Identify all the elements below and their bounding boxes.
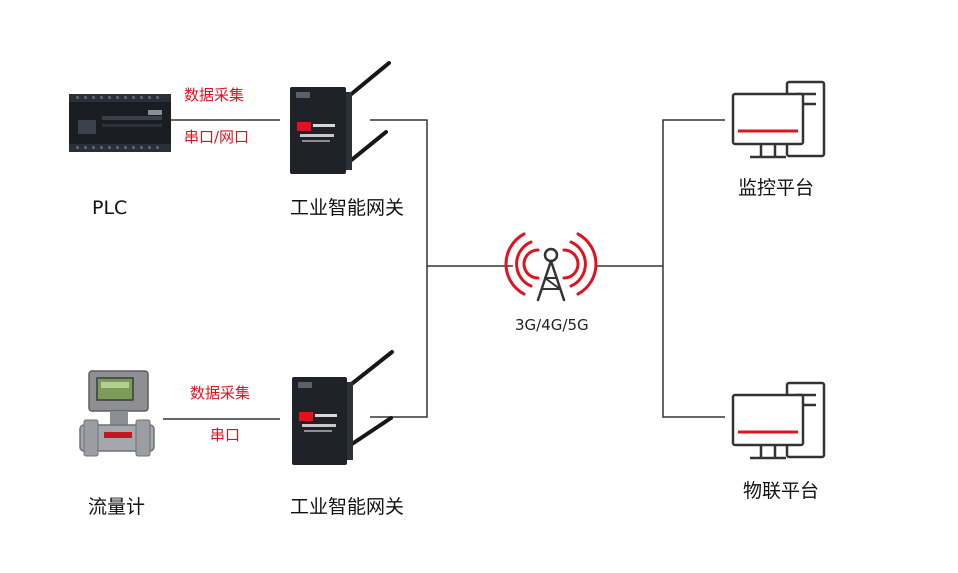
plc-device-icon	[69, 94, 171, 152]
gateway-top-label: 工业智能网关	[290, 197, 405, 219]
gateway-router-icon	[292, 350, 394, 465]
gateway-router-icon	[290, 61, 391, 174]
computer-icon	[731, 80, 826, 159]
monitor-platform-label: 监控平台	[738, 177, 815, 199]
iot-platform-label: 物联平台	[743, 480, 820, 502]
top-link-label-interface: 串口/网口	[184, 128, 250, 146]
gateway-bottom-label: 工业智能网关	[290, 496, 405, 518]
flowmeter-label: 流量计	[88, 496, 146, 518]
connection-lines	[163, 119, 725, 420]
cell-tower-icon	[504, 232, 598, 302]
flowmeter-icon	[79, 370, 155, 457]
plc-label: PLC	[92, 197, 128, 219]
bottom-link-label-collect: 数据采集	[190, 384, 251, 402]
computer-icon	[731, 381, 826, 460]
bottom-link-label-interface: 串口	[210, 426, 241, 444]
gateways-trunk-line	[370, 119, 428, 418]
tower-label: 3G/4G/5G	[515, 316, 589, 334]
platforms-bus-line	[662, 119, 725, 418]
top-link-label-collect: 数据采集	[184, 86, 245, 104]
